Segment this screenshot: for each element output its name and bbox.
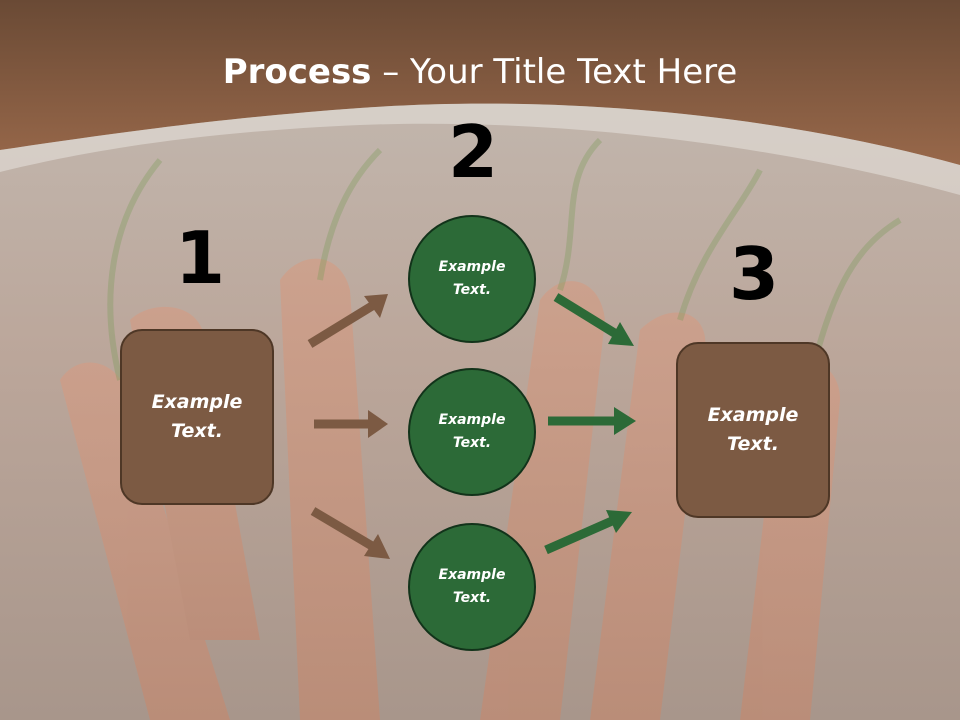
title-bold: Process <box>222 52 372 92</box>
arrow-from-bottom-circle <box>544 510 632 555</box>
step-2-circle-middle: Example Text. <box>408 368 536 496</box>
circle-top-label: Example Text. <box>438 259 506 298</box>
slide-title: Process – Your Title Text Here <box>0 52 960 92</box>
step-2-circle-bottom: Example Text. <box>408 523 536 651</box>
title-rest: – Your Title Text Here <box>371 52 738 92</box>
circle-middle-label: Example Text. <box>438 412 506 451</box>
arrow-to-middle-circle <box>314 410 388 438</box>
step-1-box: Example Text. <box>120 329 274 505</box>
step-1-label: Example Text. <box>151 391 243 442</box>
arrow-from-middle-circle <box>548 407 636 435</box>
step-2-circle-top: Example Text. <box>408 215 536 343</box>
step-number-3: 3 <box>728 232 780 316</box>
arrow-to-top-circle <box>307 294 388 348</box>
step-3-label: Example Text. <box>707 404 799 455</box>
step-number-2: 2 <box>447 110 499 194</box>
arrow-from-top-circle <box>553 293 634 346</box>
circle-bottom-label: Example Text. <box>438 567 506 606</box>
step-number-1: 1 <box>174 216 226 300</box>
arrow-to-bottom-circle <box>310 507 390 559</box>
step-3-box: Example Text. <box>676 342 830 518</box>
